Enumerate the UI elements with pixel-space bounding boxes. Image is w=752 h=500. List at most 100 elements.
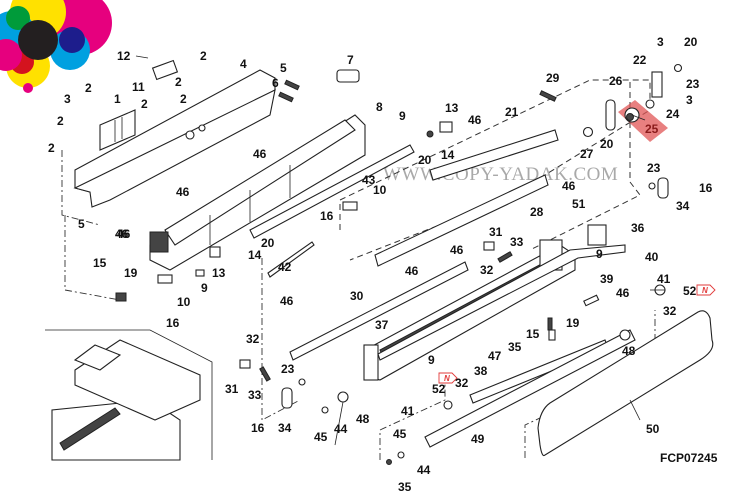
frame-hole: [185, 130, 195, 140]
callout-label: 2: [175, 75, 182, 89]
part-34-lever: [657, 177, 669, 199]
callout-label: 46: [450, 243, 464, 257]
part-cover-50: [537, 310, 714, 457]
part-bracket-1: [99, 109, 136, 151]
part-housing-8: [149, 114, 366, 271]
part-33-spring-2: [259, 366, 271, 382]
machine-inset: [45, 329, 213, 461]
callout-label: 20: [261, 236, 275, 250]
part-33-spring: [497, 251, 513, 263]
callout-label: 46: [280, 294, 294, 308]
callout-label: 36: [631, 221, 645, 235]
callout-label: 10: [177, 295, 191, 309]
callout-label: 11: [132, 80, 145, 94]
roller-21: [429, 129, 559, 181]
figure-code: FCP07245: [660, 451, 718, 465]
callout-label: 23: [647, 161, 661, 175]
callout-label: 23: [281, 362, 295, 376]
callout-label: 46: [405, 264, 419, 278]
part-9-pad: [195, 269, 205, 277]
new-badge-shape: [438, 372, 458, 384]
part-31-bracket: [483, 241, 495, 251]
inset-adf-top: [73, 344, 122, 371]
callout-label: 39: [600, 272, 614, 286]
part-48-gear-2: [619, 329, 631, 341]
callout-label: 16: [166, 316, 180, 330]
callout-label: 21: [505, 105, 519, 119]
part-36-bracket: [587, 224, 607, 246]
watermark: WWW.COPY-YADAK.COM: [383, 164, 618, 185]
callout-label: 19: [566, 316, 580, 330]
callout-label: 38: [474, 364, 488, 378]
cmyk-logo: [0, 0, 112, 93]
part-22-bracket: [651, 71, 663, 98]
leader: [631, 114, 646, 121]
callout-label: 9: [596, 247, 603, 261]
roller-28-rail: [374, 174, 549, 267]
part-24-gear: [645, 99, 655, 109]
callout-label: 3: [64, 92, 71, 106]
callout-label: 16: [699, 181, 713, 195]
part-39-bracket: [583, 294, 600, 307]
roller-43: [249, 144, 415, 239]
callout-label: 2: [57, 114, 64, 128]
part-10-clip: [157, 274, 173, 284]
leader-lines: [135, 55, 665, 446]
new-badge-shape: [696, 284, 716, 296]
inset-toner: [59, 407, 121, 451]
part-23-bushing: [673, 63, 683, 73]
callout-label: 33: [248, 388, 262, 402]
outline-left-lower: [64, 215, 121, 301]
callout-label: 5: [78, 217, 85, 231]
callout-label: 28: [530, 205, 544, 219]
callout-label: 50: [646, 422, 660, 436]
bracket-1-shape: [99, 109, 136, 151]
callout-label: 2: [48, 141, 55, 155]
part-7-cover: [336, 69, 360, 83]
callout-label: 15: [526, 327, 540, 341]
part-19-clip: [115, 292, 127, 302]
part-31-bracket-2: [239, 359, 251, 369]
callout-label: 42: [278, 260, 292, 274]
highlight-part-25: [618, 100, 668, 142]
callout-label: 3: [686, 93, 693, 107]
callout-label: 32: [455, 376, 469, 390]
leader: [135, 55, 149, 59]
callout-label: 46: [115, 227, 129, 241]
logo-dot-magenta: [23, 83, 33, 93]
part-19-clip-2: [548, 329, 556, 341]
callout-label: 48: [622, 344, 636, 358]
callout-label: 46: [616, 286, 630, 300]
callout-label: 14: [248, 248, 262, 262]
callout-label: 2: [180, 92, 187, 106]
callout-label: 19: [124, 266, 138, 280]
callout-label: 16: [320, 209, 334, 223]
roller-49: [424, 329, 636, 448]
part-13-bracket: [439, 121, 453, 133]
callout-label: 2: [85, 81, 92, 95]
callout-label: 1: [114, 92, 121, 106]
callout-label: 45: [314, 430, 328, 444]
callout-label: 20: [684, 35, 698, 49]
callout-label: 41: [657, 272, 671, 286]
callout-label: 22: [633, 53, 647, 67]
callout-label: 32: [480, 263, 494, 277]
leader: [334, 401, 344, 446]
gear-25-inner: [626, 113, 634, 121]
logo-circle-black: [18, 20, 58, 60]
new-badge: N: [696, 284, 716, 296]
callout-label: 8: [376, 100, 383, 114]
callout-label: 9: [399, 109, 406, 123]
new-badge-text: N: [702, 286, 708, 295]
callout-label: 47: [488, 349, 502, 363]
callout-label: 44: [334, 422, 348, 436]
part-42-strip: [267, 241, 315, 278]
callout-label: 49: [471, 432, 485, 446]
callout-label: 46: [176, 185, 190, 199]
part-34-lever-2: [281, 387, 293, 409]
callout-label: 16: [251, 421, 265, 435]
callout-label: 31: [225, 382, 239, 396]
callout-label: 20: [600, 137, 614, 151]
callout-label: 5: [280, 61, 287, 75]
callout-label: 35: [398, 480, 412, 494]
